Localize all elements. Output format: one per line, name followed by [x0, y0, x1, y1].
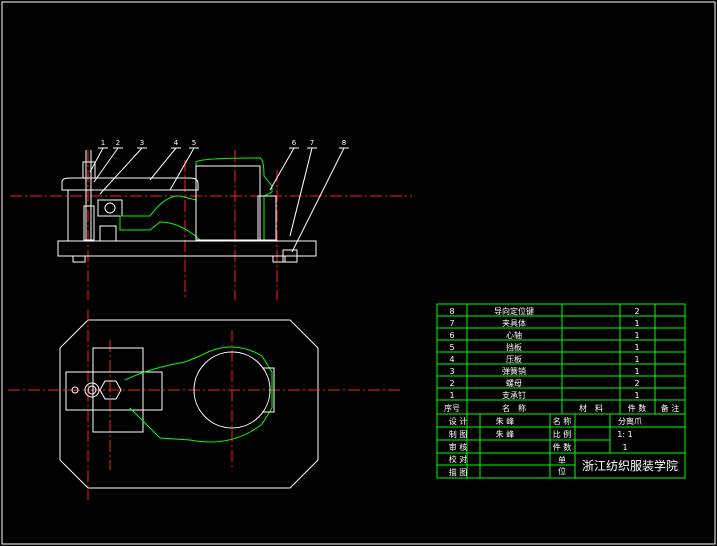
nut-top: [82, 161, 96, 179]
balloon-7: 7: [310, 139, 314, 147]
row-no-2: 2: [449, 379, 454, 388]
clamp-plate-top: [92, 347, 144, 433]
row-qty-6: 1: [634, 331, 639, 340]
scale-value: 1: 1: [617, 430, 632, 439]
row-name-4: 压板: [506, 354, 522, 364]
design-value: 朱 峰: [496, 416, 515, 426]
unit-value: 浙江纺织服装学院: [582, 458, 678, 473]
row-no-3: 3: [449, 367, 454, 376]
design-label: 设 计: [449, 416, 468, 426]
balloon-2: 2: [116, 139, 120, 147]
spring-pin: [99, 225, 117, 242]
balloon-1: 1: [101, 139, 105, 147]
header-name: 名 称: [502, 403, 526, 413]
count-label: 件 数: [553, 442, 572, 452]
row-no-8: 8: [449, 307, 454, 316]
clamp-slot: [65, 371, 163, 411]
balloon-numbers: 1 2 3 4 5 6 7 8: [101, 139, 346, 147]
parts-list-text: 8 导向定位键 2 7 夹具体 1 6 心轴 1 5 挡板 1 4 压板 1 3…: [444, 306, 679, 477]
row-name-2: 螺母: [506, 378, 522, 388]
support-column: [67, 189, 87, 242]
count-value: 1: [622, 443, 627, 452]
clamp-plate: [61, 177, 199, 191]
baffle-block: [257, 195, 277, 241]
guide-key: [282, 249, 298, 263]
balloon-4: 4: [174, 139, 179, 147]
base-foot-left: [72, 255, 86, 263]
name-label: 名 称: [553, 416, 572, 426]
review-label: 审 核: [449, 442, 468, 452]
baffle-top: [262, 367, 275, 413]
unit-label-1: 单: [558, 455, 566, 465]
nut-lower-hole: [104, 202, 116, 214]
draw-value: 朱 峰: [496, 429, 515, 439]
unit-label-2: 位: [558, 466, 566, 476]
row-qty-8: 2: [634, 307, 639, 316]
top-view: [8, 310, 400, 500]
name-value: 分离爪: [618, 416, 642, 426]
balloon-8: 8: [342, 139, 346, 147]
fixture-body-outline: [59, 319, 319, 489]
row-no-6: 6: [449, 331, 454, 340]
row-name-6: 心轴: [506, 330, 522, 340]
mandrel-hatch: [195, 165, 261, 241]
row-no-4: 4: [449, 355, 454, 364]
bolt-circle-outer: [84, 382, 100, 398]
row-name-5: 挡板: [506, 342, 522, 352]
workpiece-section: [119, 157, 273, 241]
proofread-label: 校 对: [449, 454, 468, 464]
trace-label: 描 图: [449, 467, 468, 477]
column-hatch: [83, 205, 95, 241]
row-name-1: 支承钉: [502, 390, 526, 400]
hex-nut-top: [99, 380, 122, 400]
parts-list-table: [436, 303, 686, 479]
nut-lower: [97, 199, 123, 217]
table-frame: [436, 303, 686, 479]
draw-label: 制 图: [449, 429, 468, 439]
header-note: 备 注: [661, 403, 680, 413]
row-qty-4: 1: [634, 355, 639, 364]
row-qty-7: 1: [634, 319, 639, 328]
pin-hole-small: [71, 386, 79, 394]
row-qty-2: 2: [634, 379, 639, 388]
workpiece-top-outline: [124, 346, 273, 443]
row-name-3: 弹簧销: [502, 366, 526, 376]
row-qty-5: 1: [634, 343, 639, 352]
scale-label: 比 例: [553, 429, 572, 439]
header-qty: 件 数: [628, 403, 647, 413]
mandrel-top-circle: [193, 351, 271, 429]
header-no: 序号: [444, 403, 460, 413]
row-name-8: 导向定位键: [494, 306, 534, 316]
balloon-6: 6: [292, 139, 297, 147]
row-qty-1: 1: [634, 391, 639, 400]
balloon-3: 3: [140, 139, 144, 147]
row-qty-3: 1: [634, 367, 639, 376]
bolt-circle-inner: [87, 385, 97, 395]
balloon-5: 5: [192, 139, 196, 147]
balloon-leaders: [89, 147, 349, 253]
row-no-5: 5: [449, 343, 454, 352]
row-name-7: 夹具体: [502, 318, 526, 328]
base-foot-right: [272, 255, 286, 263]
row-no-1: 1: [449, 391, 454, 400]
front-view: [10, 150, 412, 300]
fixture-base-plate: [57, 240, 317, 257]
row-no-7: 7: [449, 319, 454, 328]
header-material: 材 料: [579, 403, 603, 413]
